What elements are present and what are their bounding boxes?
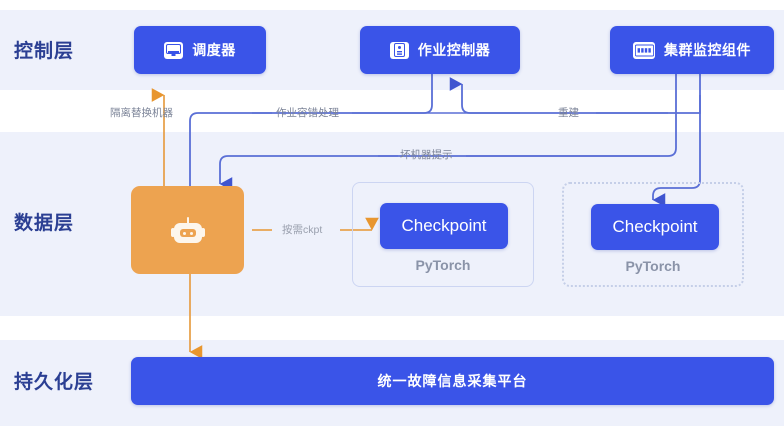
framework-group-pytorch-right: Checkpoint PyTorch: [562, 182, 744, 287]
framework-label-left: PyTorch: [415, 257, 471, 273]
layer-title-persistence: 持久化层: [14, 372, 95, 393]
robot-icon: [170, 216, 205, 244]
document-icon: [389, 41, 409, 59]
edge-label-bad-machine-alert: 坏机器提示: [400, 149, 453, 161]
monitor-icon: [164, 41, 184, 59]
node-agent[interactable]: [131, 186, 244, 274]
layer-title-control: 控制层: [14, 41, 75, 62]
node-job-controller-label: 作业控制器: [417, 42, 491, 58]
edge-label-on-demand-ckpt: 按需ckpt: [282, 224, 323, 236]
node-scheduler-label: 调度器: [192, 42, 236, 58]
checkpoint-box-left[interactable]: Checkpoint: [380, 203, 508, 249]
edge-label-job-fault-tolerance: 作业容错处理: [276, 107, 339, 119]
persistence-platform-bar[interactable]: 统一故障信息采集平台: [131, 357, 774, 405]
node-job-controller[interactable]: 作业控制器: [360, 26, 520, 74]
layer-title-data: 数据层: [14, 213, 75, 234]
node-scheduler[interactable]: 调度器: [134, 26, 266, 74]
node-cluster-monitor-label: 集群监控组件: [664, 42, 751, 58]
dashboard-icon: [633, 41, 655, 59]
edge-label-isolate-replace-machine: 隔离替换机器: [110, 107, 173, 119]
checkpoint-box-right[interactable]: Checkpoint: [591, 204, 719, 250]
framework-label-right: PyTorch: [625, 258, 681, 274]
node-cluster-monitor[interactable]: 集群监控组件: [610, 26, 774, 74]
framework-group-pytorch-left: Checkpoint PyTorch: [352, 182, 534, 287]
edge-label-rebuild: 重建: [558, 107, 579, 119]
